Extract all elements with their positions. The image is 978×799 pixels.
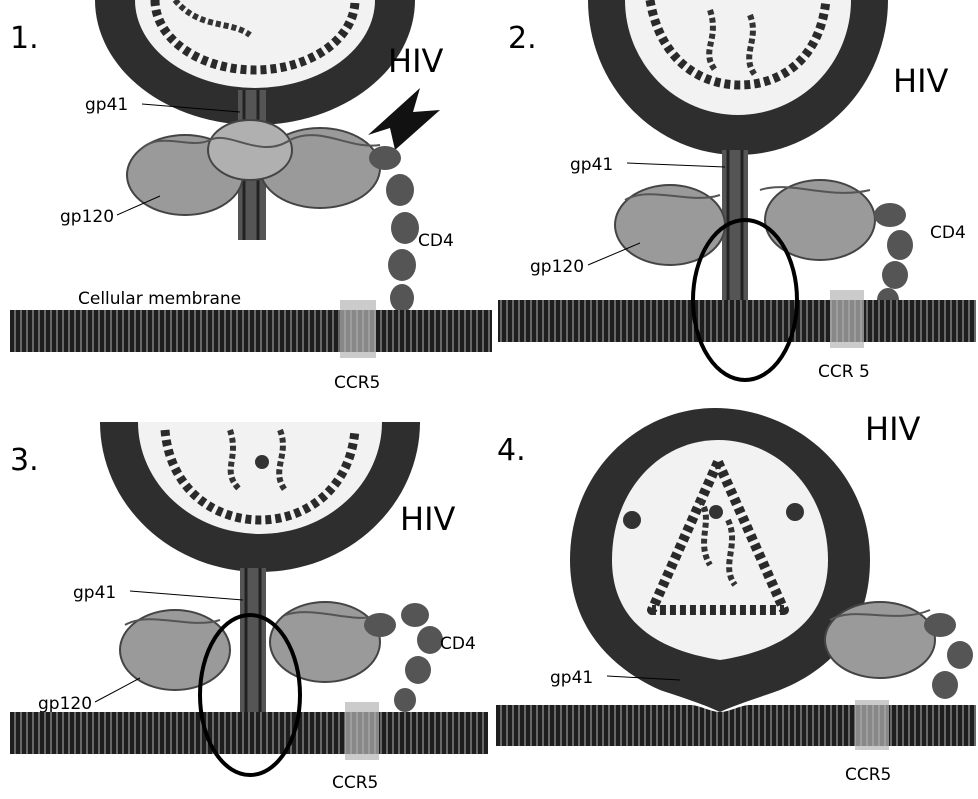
panel-2-number: 2. [508,21,537,56]
panel-3-cd4-label: CD4 [440,634,476,654]
panel-2: 2. HIV gp41 gp120 CD4 [498,0,976,382]
panel-3-number: 3. [10,443,39,478]
panel-4-virus [570,408,870,712]
panel-2-gp41-label: gp41 [570,155,613,175]
panel-2-ccr5-label: CCR 5 [818,362,870,382]
panel-3-ccr5-receptor [345,702,379,760]
panel-1-arrow-icon [368,88,440,150]
panel-1-cd4-label: CD4 [418,231,454,251]
panel-1-gp41-label: gp41 [85,95,128,115]
panel-4: 4. HIV gp41 CCR5 [496,408,976,785]
panel-3-gp120-leader [95,678,140,702]
panel-2-membrane [498,300,976,342]
panel-2-gp41-leader [627,163,725,167]
panel-1-ccr5-receptor [340,300,376,358]
panel-4-ccr5-label: CCR5 [845,765,891,785]
panel-1-membrane [10,310,492,352]
panel-3-gp120-label: gp120 [38,694,92,714]
panel-1-ccr5-label: CCR5 [334,373,380,393]
panel-2-cd4-chain [874,203,913,312]
panel-2-ccr5-receptor [830,290,864,348]
panel-2-gp120-label: gp120 [530,257,584,277]
panel-4-ccr5-receptor [855,700,889,750]
panel-4-hiv-label: HIV [865,410,921,448]
panel-3-membrane [10,712,488,754]
panel-4-gp41-label: gp41 [550,668,593,688]
panel-1: 1. HIV gp4 [10,0,492,393]
panel-3-ccr5-label: CCR5 [332,773,378,793]
panel-3-gp41-label: gp41 [73,583,116,603]
panel-4-membrane [496,705,976,746]
panel-2-cd4-label: CD4 [930,223,966,243]
panel-2-virus [588,0,888,155]
panel-1-membrane-label: Cellular membrane [78,289,241,309]
panel-2-hiv-label: HIV [893,62,949,100]
panel-2-gp41-stalk [722,150,748,320]
panel-3: 3. HIV gp41 gp120 CD4 [10,422,488,793]
panel-1-gp120-label: gp120 [60,207,114,227]
panel-1-number: 1. [10,21,39,56]
panel-3-gp41-leader [130,591,243,600]
panel-1-hiv-label: HIV [388,42,444,80]
panel-3-gp41-stalk [240,568,266,718]
panel-3-hiv-label: HIV [400,500,456,538]
panel-3-virus [100,422,420,572]
panel-4-number: 4. [497,433,526,468]
